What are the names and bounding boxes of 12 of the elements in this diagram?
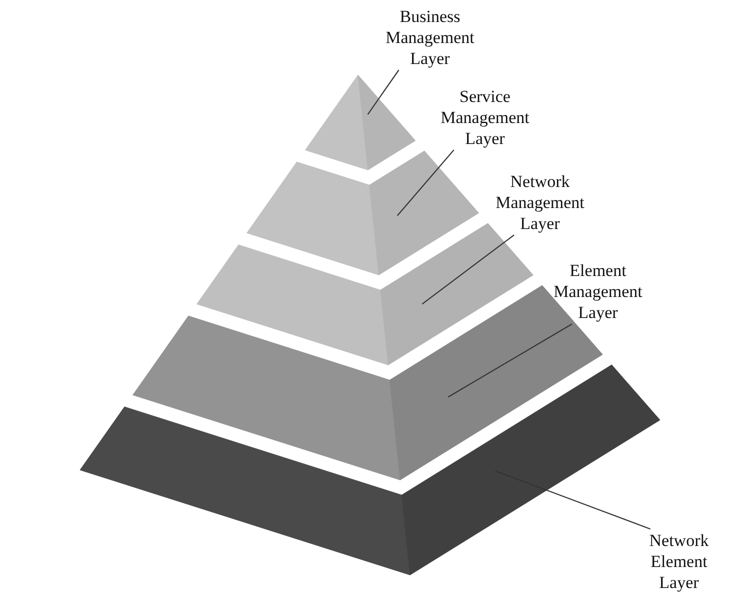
layer-label: Element Management Layer — [546, 260, 650, 323]
leader-line — [422, 234, 514, 304]
layer-label: Network Element Layer — [638, 530, 720, 593]
leader-line — [396, 150, 454, 216]
leader-line — [448, 324, 572, 398]
leader-line — [495, 470, 650, 530]
layer-label: Service Management Layer — [433, 86, 537, 149]
pyramid-layer — [246, 150, 480, 276]
pyramid-layer — [304, 74, 416, 170]
leader-line — [367, 70, 400, 115]
layer-label: Network Management Layer — [488, 171, 592, 234]
layer-label: Business Management Layer — [378, 6, 482, 69]
